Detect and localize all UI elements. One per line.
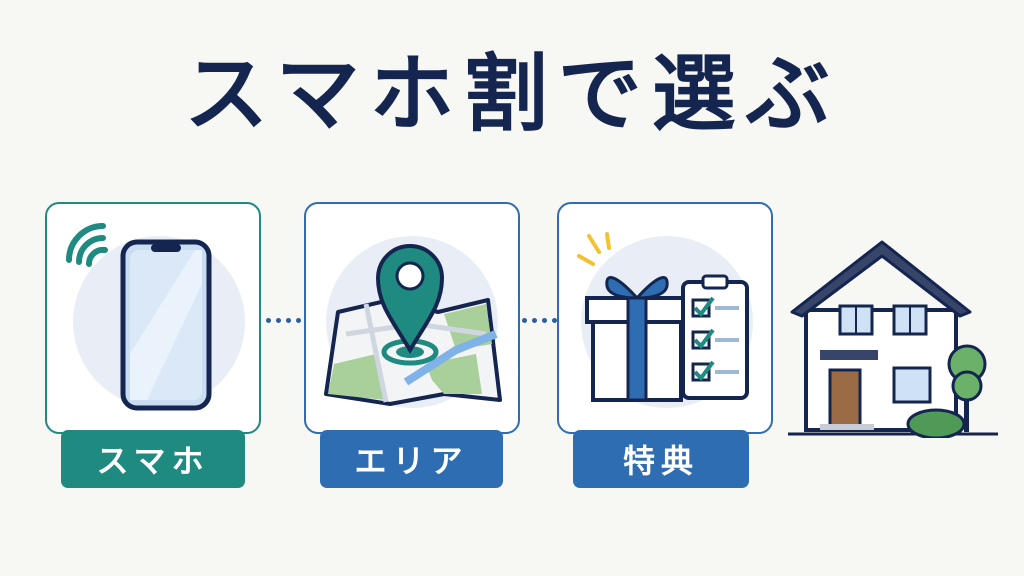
- step-label-area: エリア: [320, 430, 503, 488]
- connector-dots-1: [266, 318, 301, 323]
- page-title: スマホ割で選ぶ: [184, 45, 840, 143]
- step-label-smartphone: スマホ: [61, 430, 245, 488]
- step-label-benefits: 特典: [573, 430, 749, 488]
- connector-dots-2: [522, 318, 557, 323]
- step-card-benefits: [557, 202, 773, 434]
- house-icon: [788, 240, 998, 438]
- map-pin-icon: [324, 236, 502, 408]
- step-card-area: [304, 202, 520, 434]
- step-card-smartphone: [45, 202, 261, 434]
- gift-checklist-icon: [577, 232, 753, 408]
- smartphone-icon: [66, 223, 245, 411]
